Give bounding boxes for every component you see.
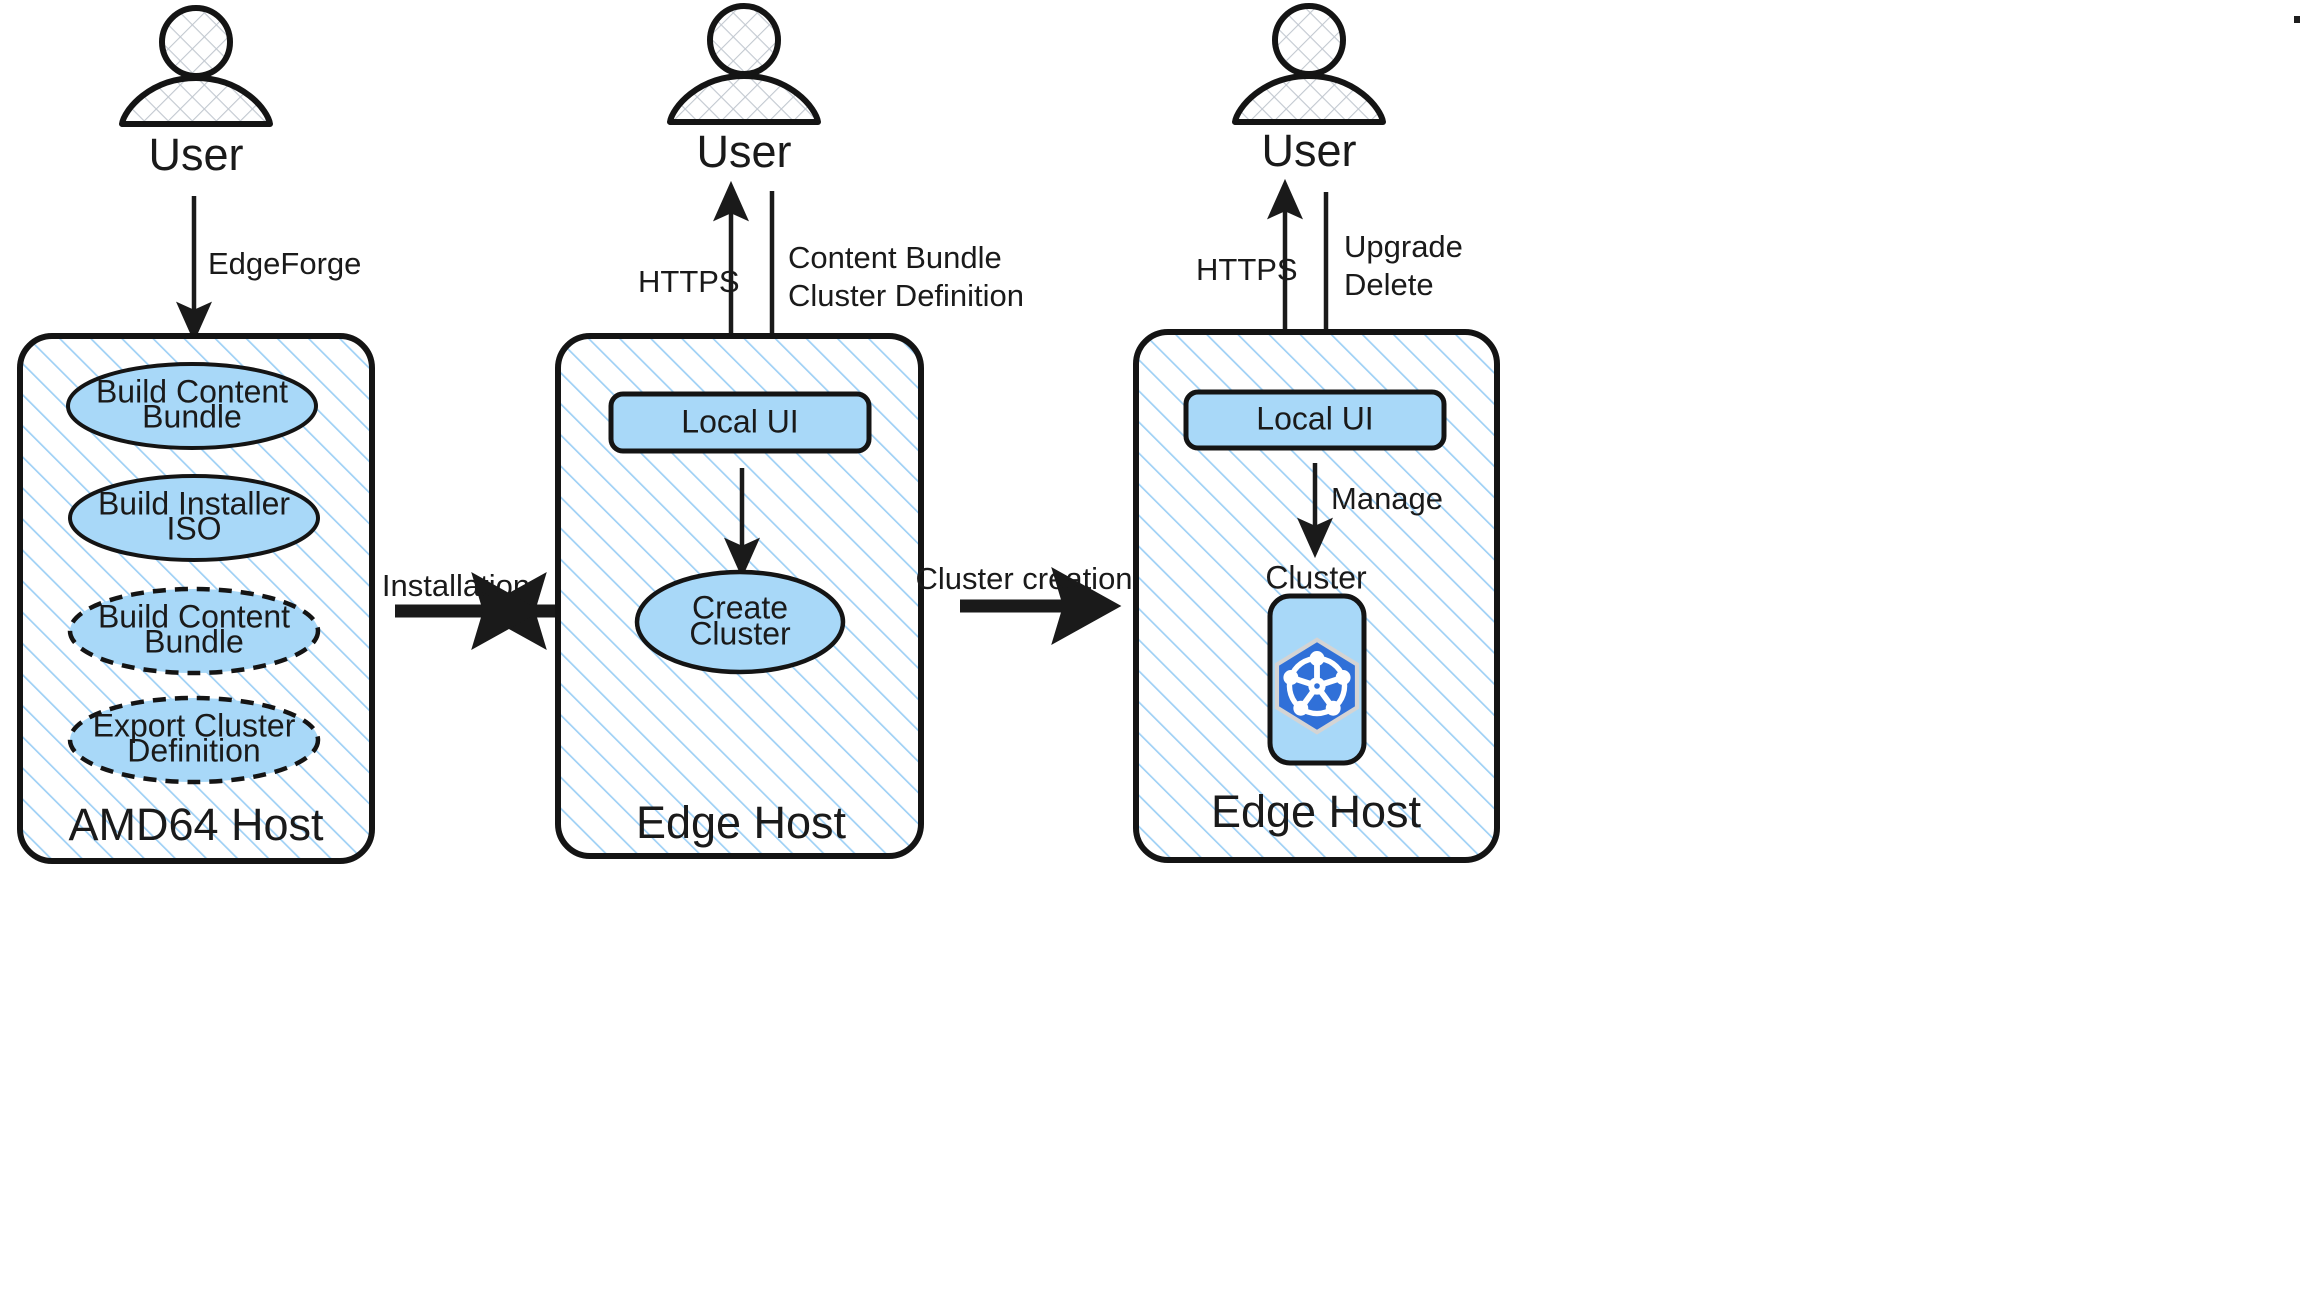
node-local-ui-right[interactable]: Local UI <box>1183 389 1447 451</box>
node-cluster[interactable]: Cluster <box>1265 559 1367 766</box>
host-amd64-host: AMD64 Host Build Content Bundle Build In… <box>17 333 375 864</box>
host-label: Edge Host <box>636 797 847 848</box>
node-label-line-1: Create <box>692 589 788 625</box>
edge-label: Content Bundle <box>788 240 1002 275</box>
actor-label: User <box>696 126 791 177</box>
node-label-line-1: Build Installer <box>98 485 290 521</box>
node-label-line-1: Export Cluster <box>93 707 296 743</box>
node-label-line-1: Build Content <box>98 598 290 634</box>
edge-label: Upgrade <box>1344 229 1463 264</box>
edge-installation: Installation <box>382 568 573 650</box>
actor-label: User <box>148 129 243 180</box>
edge-label: Manage <box>1331 481 1443 516</box>
actor-user-left: User <box>119 5 273 180</box>
edge-content-bundle: Content Bundle Cluster Definition <box>754 191 1024 404</box>
actor-user-middle: User <box>667 3 821 177</box>
node-export-cluster-definition[interactable]: Export Cluster Definition <box>67 695 321 785</box>
node-label: Local UI <box>1256 400 1373 436</box>
node-create-cluster[interactable]: Create Cluster <box>634 569 846 675</box>
edge-label-secondary: Delete <box>1344 267 1434 302</box>
node-label-line-2: Bundle <box>144 623 244 659</box>
edge-label: Installation <box>382 568 530 603</box>
edge-label: Cluster creation <box>915 561 1132 596</box>
artifact-dot <box>2294 16 2300 23</box>
host-edge-host-right: Edge Host Local UI Manage Cluster <box>1133 329 1500 863</box>
edge-label: EdgeForge <box>208 246 361 281</box>
host-edge-host-middle: Edge Host Local UI Create Cluster <box>555 333 924 859</box>
kubernetes-icon <box>1274 637 1360 735</box>
node-build-installer-iso[interactable]: Build Installer ISO <box>68 474 320 562</box>
edge-cluster-creation: Cluster creation <box>915 561 1133 645</box>
node-build-content-bundle-1[interactable]: Build Content Bundle <box>66 362 318 450</box>
node-label-line-1: Build Content <box>96 373 288 409</box>
edge-manage: Manage <box>1297 463 1443 559</box>
actor-label: User <box>1261 125 1356 176</box>
node-build-content-bundle-2[interactable]: Build Content Bundle <box>67 586 321 676</box>
node-label-line-2: Definition <box>127 732 260 768</box>
node-local-ui-middle[interactable]: Local UI <box>608 391 872 454</box>
node-label-line-2: ISO <box>166 510 221 546</box>
node-label-line-2: Cluster <box>689 615 791 651</box>
edge-label: HTTPS <box>1196 252 1298 287</box>
node-label: Cluster <box>1265 559 1367 595</box>
edge-upgrade-delete: Upgrade Delete <box>1308 192 1463 395</box>
host-label: Edge Host <box>1211 786 1422 837</box>
edge-label: HTTPS <box>638 264 740 299</box>
edge-edgeforge: EdgeForge <box>176 196 361 343</box>
edge-label-secondary: Cluster Definition <box>788 278 1024 313</box>
host-label: AMD64 Host <box>68 799 324 850</box>
node-label-line-2: Bundle <box>142 398 242 434</box>
actor-user-right: User <box>1232 3 1386 176</box>
node-label: Local UI <box>681 403 798 439</box>
